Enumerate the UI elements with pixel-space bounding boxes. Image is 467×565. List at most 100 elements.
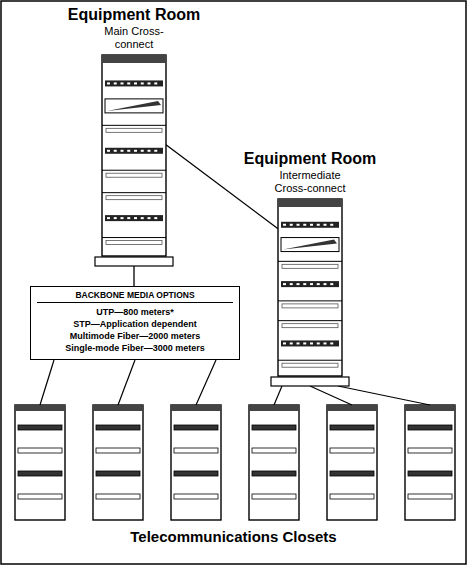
rack-cap [102, 55, 166, 63]
patch-port [303, 342, 306, 344]
closet-cap [327, 405, 377, 411]
patch-port [310, 342, 313, 344]
patch-port [290, 224, 293, 226]
patch-port [121, 150, 124, 152]
backbone-cable [40, 360, 54, 405]
patch-panel [105, 80, 163, 86]
patch-port [141, 217, 144, 219]
backbone-cable [196, 360, 216, 405]
patch-port [310, 283, 313, 285]
closet-panel [174, 471, 218, 476]
media-option: STP—Application dependent [37, 318, 233, 330]
room-title: Equipment Room [39, 5, 229, 24]
patch-port [303, 224, 306, 226]
patch-port [114, 82, 117, 84]
closet-rack [171, 405, 221, 520]
equipment-unit [282, 264, 338, 268]
closet-panel [408, 425, 452, 430]
closet-cap [249, 405, 299, 411]
patch-port [154, 150, 157, 152]
rack-shelf [278, 300, 342, 301]
closet-rack [327, 405, 377, 520]
rack-cap [278, 199, 342, 207]
media-options-box: BACKBONE MEDIA OPTIONSUTP—800 meters*STP… [30, 286, 240, 360]
patch-port [148, 82, 151, 84]
patch-panel [281, 340, 339, 346]
media-option: UTP—800 meters* [37, 306, 233, 318]
patch-port [317, 224, 320, 226]
closet-rack [15, 405, 65, 520]
patch-port [127, 82, 130, 84]
patch-port [283, 224, 286, 226]
equipment-detail [107, 101, 161, 111]
closet-cap [171, 405, 221, 411]
patch-port [324, 342, 327, 344]
closet-panel [330, 471, 374, 476]
rack-heading: Equipment RoomIntermediate Cross-connect [215, 149, 405, 195]
closet-panel [408, 494, 452, 499]
equipment-unit [106, 241, 162, 245]
rack-base [271, 377, 349, 386]
rack-illustration [94, 54, 174, 270]
patch-port [107, 217, 110, 219]
patch-panel [105, 215, 163, 221]
closet-cap [93, 405, 143, 411]
patch-port [127, 150, 130, 152]
patch-port [317, 342, 320, 344]
rack-frame [102, 55, 166, 256]
closet-rack [93, 405, 143, 520]
closet-panel [18, 448, 62, 453]
patch-panel [105, 148, 163, 154]
equipment-rack: Equipment RoomIntermediate Cross-connect [270, 198, 350, 390]
closet-cap [405, 405, 455, 411]
patch-port [324, 283, 327, 285]
closet-group [15, 405, 455, 520]
rack-heading: Equipment RoomMain Cross-connect [39, 5, 229, 51]
closet-panel [18, 494, 62, 499]
media-option: Multimode Fiber—2000 meters [37, 330, 233, 342]
rack-shelf [102, 237, 166, 238]
rack-shelf [102, 125, 166, 126]
patch-port [121, 217, 124, 219]
media-option: Single-mode Fiber—3000 meters [37, 342, 233, 354]
patch-port [330, 283, 333, 285]
closet-panel [330, 494, 374, 499]
patch-port [283, 283, 286, 285]
cross-connect-name: Intermediate Cross-connect [264, 169, 356, 195]
patch-port [297, 283, 300, 285]
patch-port [303, 283, 306, 285]
cross-connect-name: Main Cross-connect [88, 25, 180, 51]
backbone-cable [274, 386, 282, 405]
rack-base [95, 257, 173, 266]
caption-label: Telecommunications Closets [0, 528, 467, 546]
patch-port [107, 150, 110, 152]
patch-port [114, 217, 117, 219]
patch-port [127, 217, 130, 219]
patch-panel [281, 222, 339, 228]
patch-port [330, 342, 333, 344]
closet-panel [18, 425, 62, 430]
closet-panel [408, 448, 452, 453]
patch-port [134, 217, 137, 219]
closet-panel [408, 471, 452, 476]
closet-panel [174, 448, 218, 453]
equipment-unit [282, 324, 338, 328]
closet-panel [18, 471, 62, 476]
closet-panel [96, 494, 140, 499]
patch-panel [281, 281, 339, 287]
equipment-unit [105, 99, 163, 113]
patch-port [324, 224, 327, 226]
patch-port [297, 224, 300, 226]
equipment-unit [282, 304, 338, 308]
closet-panel [330, 425, 374, 430]
patch-port [141, 150, 144, 152]
closet-panel [96, 448, 140, 453]
equipment-detail [283, 240, 337, 250]
patch-port [154, 82, 157, 84]
backbone-cable [338, 386, 430, 405]
equipment-unit [106, 128, 162, 132]
patch-port [107, 82, 110, 84]
equipment-unit [106, 173, 162, 177]
